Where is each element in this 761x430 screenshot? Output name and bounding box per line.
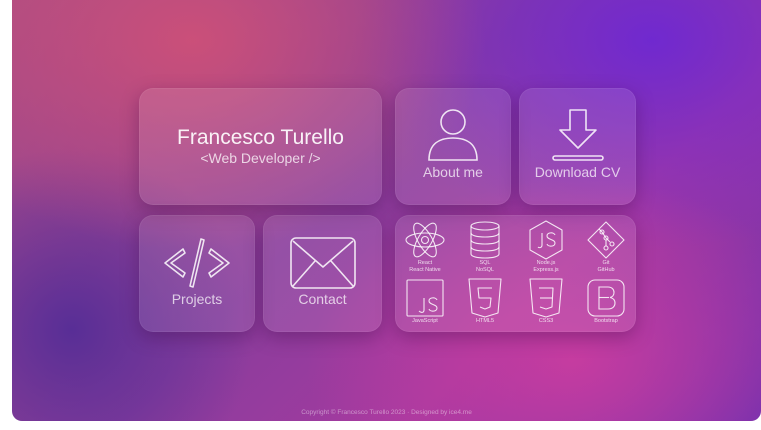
skill-label: Bootstrap xyxy=(594,318,618,324)
skill-label: JavaScript xyxy=(412,318,438,324)
skill-label: React xyxy=(417,260,433,266)
skill-label: CSS3 xyxy=(538,318,554,324)
contact-label: Contact xyxy=(298,291,347,307)
skill-label: SQL xyxy=(479,260,491,266)
skill-sublabel: React Native xyxy=(409,267,441,273)
skill-label: HTML5 xyxy=(475,318,495,324)
skill-javascript: JavaScript xyxy=(395,278,455,325)
css3-icon xyxy=(516,278,576,318)
javascript-icon xyxy=(395,278,455,318)
download-cv-label: Download CV xyxy=(534,164,621,180)
about-me-button[interactable]: About me xyxy=(395,88,511,205)
skills-card: React React Native SQL NoSQL xyxy=(395,215,636,332)
projects-label: Projects xyxy=(171,291,223,307)
skill-nodejs: Node.js Express.js xyxy=(516,220,576,274)
skill-sql: SQL NoSQL xyxy=(455,220,515,274)
developer-name: Francesco Turello xyxy=(177,126,344,149)
skill-react: React React Native xyxy=(395,220,455,274)
skill-sublabel: Express.js xyxy=(533,267,559,273)
page-background: Francesco Turello <Web Developer /> Abou… xyxy=(12,0,761,421)
footer-copyright: Copyright © Francesco Turello 2023 · Des… xyxy=(301,409,472,416)
skill-sublabel: GitHub xyxy=(597,267,615,273)
skill-html5: HTML5 xyxy=(455,278,515,325)
html5-icon xyxy=(455,278,515,318)
download-icon xyxy=(519,106,636,162)
git-icon xyxy=(576,220,636,260)
developer-role: <Web Developer /> xyxy=(200,150,321,166)
skill-bootstrap: Bootstrap xyxy=(576,278,636,325)
about-me-label: About me xyxy=(423,164,483,180)
skill-sublabel: NoSQL xyxy=(475,267,495,273)
contact-button[interactable]: Contact xyxy=(263,215,382,332)
nodejs-icon xyxy=(516,220,576,260)
bootstrap-icon xyxy=(576,278,636,318)
skill-label: Git xyxy=(602,260,610,266)
user-icon xyxy=(395,106,511,162)
code-icon xyxy=(139,237,255,289)
database-icon xyxy=(455,220,515,260)
skill-label: Node.js xyxy=(536,260,556,266)
skill-css3: CSS3 xyxy=(516,278,576,325)
skill-git: Git GitHub xyxy=(576,220,636,274)
download-cv-button[interactable]: Download CV xyxy=(519,88,636,205)
envelope-icon xyxy=(263,237,382,289)
react-icon xyxy=(395,220,455,260)
projects-button[interactable]: Projects xyxy=(139,215,255,332)
hero-card: Francesco Turello <Web Developer /> xyxy=(139,88,382,205)
